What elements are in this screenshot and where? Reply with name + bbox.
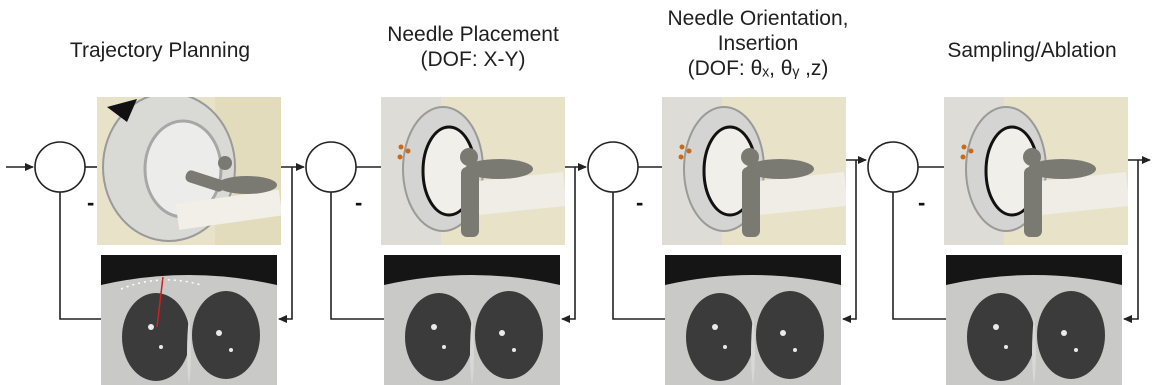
stage-4-summing-junction [868, 142, 918, 192]
stage-1-feedback-wire [60, 192, 101, 319]
stage-4-sensor-arrow [1124, 160, 1138, 319]
stage-2-sensor-arrow [562, 167, 575, 319]
stage-1-feedback-sign: - [87, 190, 94, 215]
stage-4-feedback-sign: - [918, 190, 925, 215]
stage-3-feedback-sign: - [636, 190, 643, 215]
stage-2-summing-junction [306, 142, 356, 192]
stage-1-sensor-arrow [279, 167, 292, 319]
stage-3-sensor-arrow [843, 160, 856, 319]
stage-2-feedback-sign: - [355, 190, 362, 215]
stage-3-summing-junction [588, 142, 638, 192]
stage-1-summing-junction [35, 142, 85, 192]
